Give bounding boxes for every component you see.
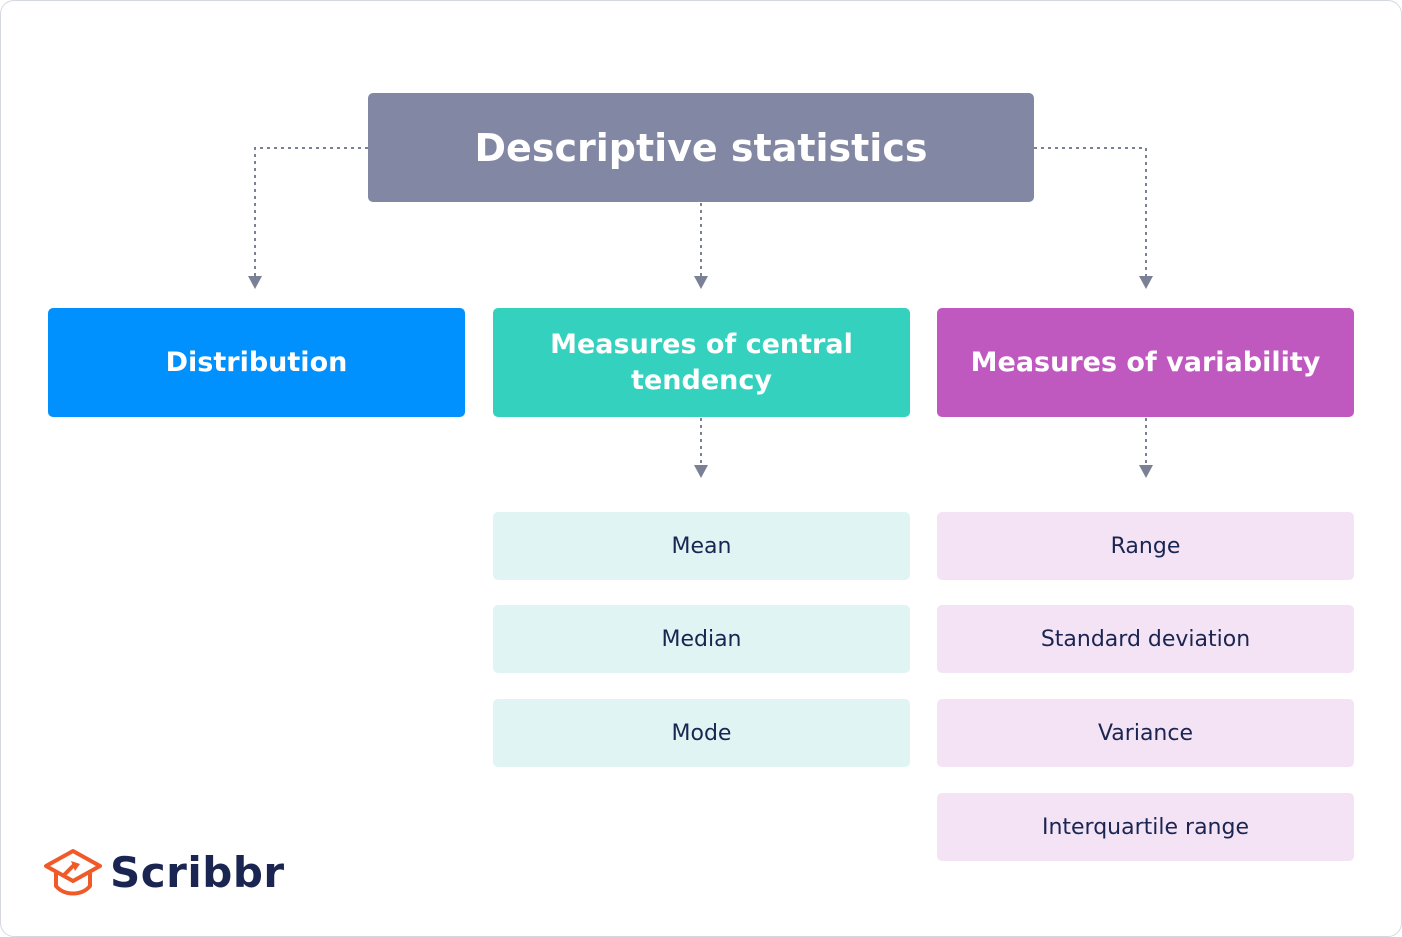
connector-root-to-variability [1034, 147, 1147, 276]
arrowhead-variability [1139, 276, 1153, 289]
category-node-distribution: Distribution [48, 308, 465, 417]
central-item-mode: Mode [493, 699, 910, 767]
variability-item-range: Range [937, 512, 1354, 580]
graduation-cap-icon [44, 849, 102, 896]
variability-item-standard-deviation: Standard deviation [937, 605, 1354, 673]
category-node-label: Measures of central tendency [550, 328, 853, 396]
category-node-central-tendency: Measures of central tendency [493, 308, 910, 417]
variability-item-variance: Variance [937, 699, 1354, 767]
scribbr-logo: Scribbr [42, 846, 285, 902]
central-item-median: Median [493, 605, 910, 673]
category-node-label: Distribution [165, 346, 348, 378]
category-node-variability: Measures of variability [937, 308, 1354, 417]
arrowhead-distribution [248, 276, 262, 289]
root-node-descriptive-statistics: Descriptive statistics [368, 93, 1034, 202]
arrowhead-central [694, 276, 708, 289]
central-item-mean: Mean [493, 512, 910, 580]
item-label: Range [1110, 533, 1181, 559]
item-label: Median [661, 626, 742, 652]
item-label: Variance [1097, 720, 1194, 746]
connector-root-to-distribution [254, 147, 368, 276]
category-node-label: Measures of variability [970, 346, 1321, 378]
item-label: Interquartile range [1041, 814, 1250, 840]
root-node-label: Descriptive statistics [474, 125, 928, 170]
item-label: Standard deviation [1040, 626, 1251, 652]
item-label: Mode [671, 720, 732, 746]
logo-wordmark: Scribbr [110, 848, 285, 897]
item-label: Mean [671, 533, 732, 559]
variability-item-interquartile-range: Interquartile range [937, 793, 1354, 861]
arrowhead-variability-items [1139, 465, 1153, 478]
arrowhead-central-items [694, 465, 708, 478]
